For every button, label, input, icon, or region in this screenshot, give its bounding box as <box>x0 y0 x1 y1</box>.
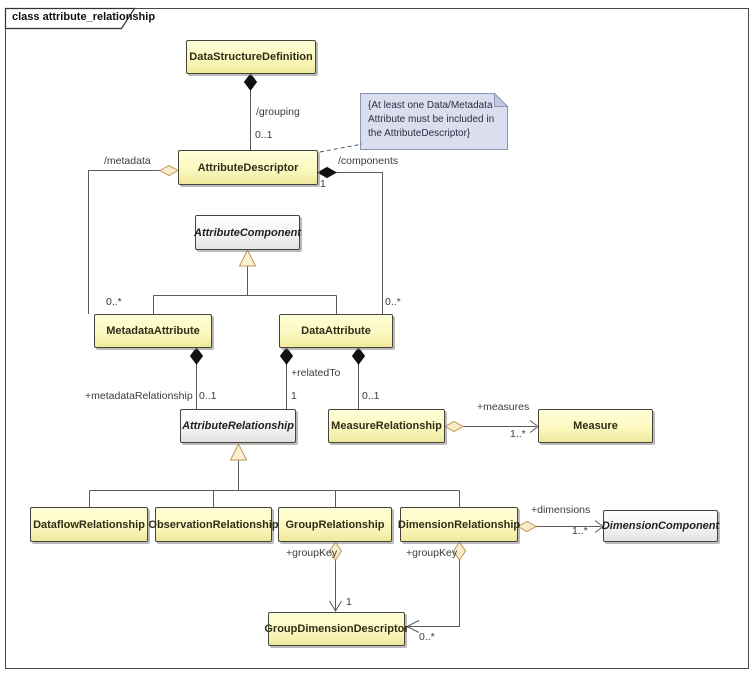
aggregation-dimensions <box>516 520 604 533</box>
diagram-frame <box>4 7 749 669</box>
mult-measure-relationship: 0..1 <box>362 390 380 402</box>
class-label: ObservationRelationship <box>148 518 279 531</box>
composition-components <box>316 166 383 314</box>
class-attribute-descriptor[interactable]: AttributeDescriptor <box>178 150 318 185</box>
role-metadata-relationship: +metadataRelationship <box>85 390 193 402</box>
aggregation-measures <box>443 420 539 433</box>
class-label: MetadataAttribute <box>106 325 200 337</box>
role-metadata: /metadata <box>104 155 151 167</box>
class-measure[interactable]: Measure <box>538 409 653 443</box>
mult-related-to: 1 <box>291 390 297 402</box>
mult-groupkey-right: 0..* <box>419 631 435 643</box>
class-label: Measure <box>573 420 618 432</box>
generalization-attribute-relationship <box>89 442 460 507</box>
composition-related-to <box>279 347 294 409</box>
class-attribute-relationship[interactable]: AttributeRelationship <box>180 409 296 443</box>
class-label: DataStructureDefinition <box>189 51 313 63</box>
composition-measure-relationship <box>351 347 366 409</box>
role-components: /components <box>338 155 399 167</box>
class-metadata-attribute[interactable]: MetadataAttribute <box>94 314 212 348</box>
class-attribute-component[interactable]: AttributeComponent <box>194 215 301 250</box>
class-group-relationship[interactable]: GroupRelationship <box>278 507 392 542</box>
class-label: DataflowRelationship <box>33 518 145 531</box>
diagram-title: class attribute_relationship <box>12 11 156 23</box>
mult-groupkey-left: 1 <box>346 596 352 608</box>
aggregation-metadata <box>88 164 180 314</box>
composition-grouping <box>243 73 258 150</box>
class-data-structure-definition[interactable]: DataStructureDefinition <box>186 40 316 74</box>
note: {At least one Data/Metadata Attribute mu… <box>368 100 495 139</box>
mult-grouping: 0..1 <box>255 129 273 141</box>
class-observation-relationship[interactable]: ObservationRelationship <box>148 507 279 542</box>
class-label: GroupRelationship <box>285 518 385 531</box>
class-label: DimensionRelationship <box>397 518 521 531</box>
class-label: AttributeRelationship <box>182 420 294 432</box>
class-group-dimension-descriptor[interactable]: GroupDimensionDescriptor <box>264 612 409 646</box>
class-label: GroupDimensionDescriptor <box>264 623 409 635</box>
mult-metadata-relationship: 0..1 <box>199 390 217 402</box>
role-grouping: /grouping <box>256 106 300 118</box>
class-label: AttributeComponent <box>194 226 301 239</box>
aggregation-groupkey-left <box>328 541 343 612</box>
aggregation-groupkey-right <box>405 541 467 633</box>
mult-measures: 1..* <box>510 428 526 440</box>
class-dimension-relationship[interactable]: DimensionRelationship <box>397 507 521 542</box>
class-data-attribute[interactable]: DataAttribute <box>279 314 393 348</box>
class-label: MeasureRelationship <box>331 420 442 432</box>
composition-metadata-relationship <box>189 347 204 409</box>
class-dimension-component[interactable]: DimensionComponent <box>601 510 720 542</box>
generalization-attribute-component <box>153 248 337 314</box>
role-related-to: +relatedTo <box>291 367 341 379</box>
class-label: AttributeDescriptor <box>197 161 299 174</box>
class-label: DimensionComponent <box>601 520 720 532</box>
note-shape <box>319 92 509 153</box>
role-measures: +measures <box>477 401 530 413</box>
class-dataflow-relationship[interactable]: DataflowRelationship <box>30 507 148 542</box>
mult-components: 0..* <box>385 296 401 308</box>
mult-dimensions: 1..* <box>572 525 588 537</box>
mult-components-source: 1 <box>320 178 326 190</box>
mult-metadata: 0..* <box>106 296 122 308</box>
role-groupkey-left: +groupKey <box>286 547 338 559</box>
class-measure-relationship[interactable]: MeasureRelationship <box>328 409 445 443</box>
role-dimensions: +dimensions <box>531 504 591 516</box>
class-label: DataAttribute <box>301 325 371 337</box>
role-groupkey-right: +groupKey <box>406 547 458 559</box>
